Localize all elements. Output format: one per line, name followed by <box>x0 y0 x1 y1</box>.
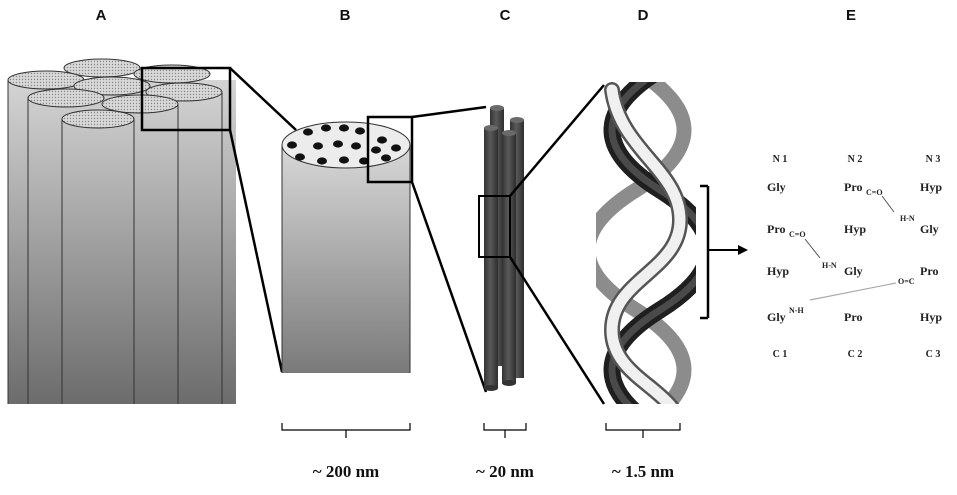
residue-1-1: Gly <box>767 180 786 194</box>
chain-c3: C 3 <box>926 349 941 360</box>
bond-co-2: C=O <box>789 230 806 239</box>
chain-n1: N 1 <box>773 154 788 165</box>
sequence-e: N 1 N 2 N 3 Gly Pro Hyp Pro Hyp Gly Hyp … <box>767 154 942 360</box>
panel-label-c: C <box>500 7 511 24</box>
residue-1-4: Gly <box>767 310 786 324</box>
bond-hn-1: H-N <box>900 214 915 223</box>
zoom-box-b <box>366 115 414 184</box>
residue-2-1: Pro <box>844 180 862 194</box>
residue-1-2: Pro <box>767 222 785 236</box>
scale-label-d: ~ 1.5 nm <box>612 462 674 481</box>
bond-co-1: C=O <box>866 188 883 197</box>
chain-n2: N 2 <box>848 154 863 165</box>
zoom-box-a <box>140 66 232 132</box>
panel-label-b: B <box>340 7 351 24</box>
scale-bracket-c <box>483 423 527 438</box>
residue-2-2: Hyp <box>844 222 866 236</box>
scale-bracket-d <box>605 423 681 438</box>
panel-label-a: A <box>96 7 107 24</box>
residue-2-3: Gly <box>844 264 863 278</box>
fiber-b <box>281 121 411 373</box>
scale-label-b: ~ 200 nm <box>313 462 379 481</box>
residue-2-4: Pro <box>844 310 862 324</box>
panel-label-d: D <box>638 7 649 24</box>
scale-bracket-b <box>281 423 411 438</box>
residue-3-2: Gly <box>920 222 939 236</box>
residue-3-4: Hyp <box>920 310 942 324</box>
chain-c1: C 1 <box>773 349 788 360</box>
fiber-bundle-a <box>7 58 236 404</box>
residue-3-3: Pro <box>920 264 938 278</box>
triple-helix-d <box>596 82 696 404</box>
residue-3-1: Hyp <box>920 180 942 194</box>
chain-n3: N 3 <box>926 154 941 165</box>
panel-label-e: E <box>846 7 856 24</box>
residue-1-3: Hyp <box>767 264 789 278</box>
scale-label-c: ~ 20 nm <box>476 462 534 481</box>
bond-nh-3: N-H <box>789 306 804 315</box>
fibril-c <box>484 105 524 391</box>
bond-oc-3: O=C <box>898 277 915 286</box>
zoom-box-c <box>478 195 511 258</box>
bond-hn-2: H-N <box>822 261 837 270</box>
chain-c2: C 2 <box>848 349 863 360</box>
